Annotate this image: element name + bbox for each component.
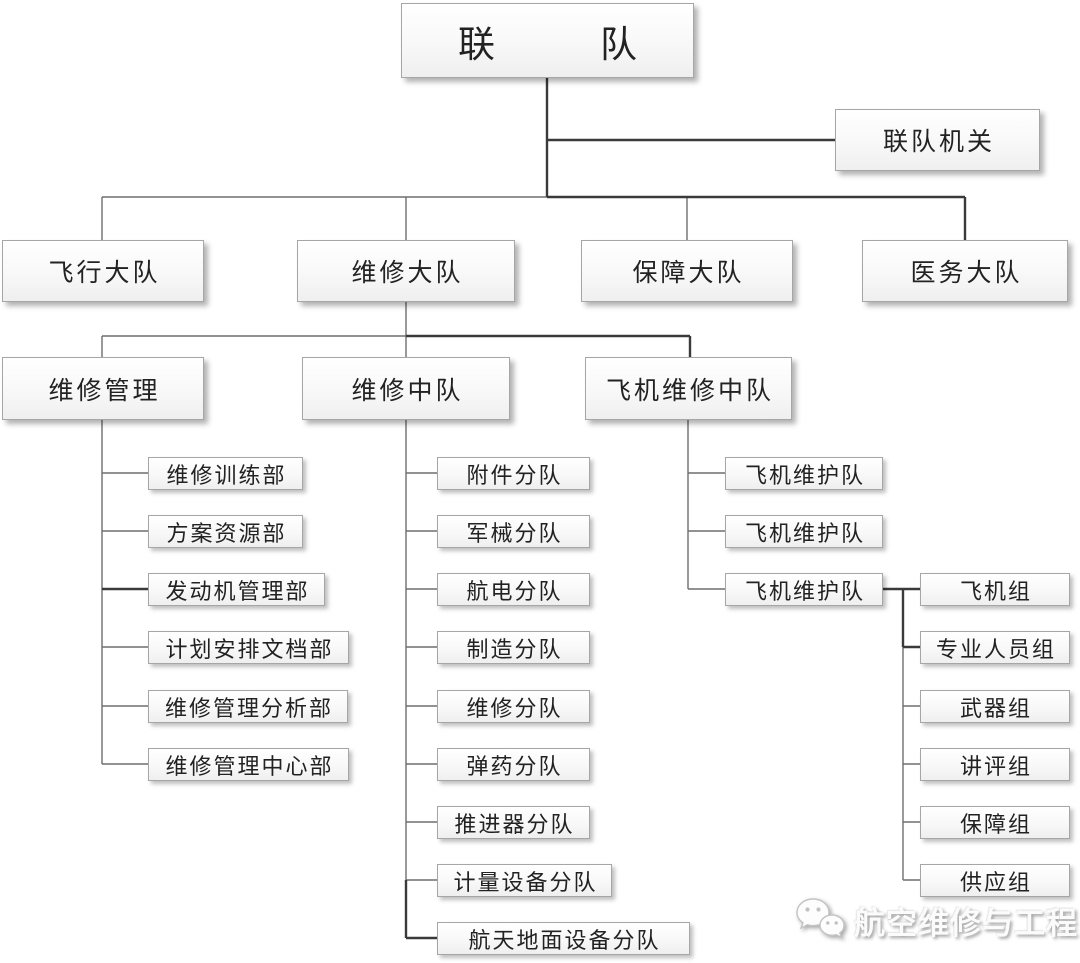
node-unit-armament: 军械分队 [437, 515, 590, 548]
node-aircraft-maintenance-squadron: 飞机维修中队 [585, 357, 792, 420]
node-maintenance-group: 维修大队 [297, 240, 515, 302]
watermark-text: 航空维修与工程 [854, 905, 1078, 941]
node-unit-propulsion: 推进器分队 [437, 806, 590, 839]
node-group-specialists: 专业人员组 [920, 631, 1070, 664]
node-dept-engine-management: 发动机管理部 [148, 573, 325, 606]
node-group-support: 保障组 [920, 806, 1070, 839]
node-dept-training: 维修训练部 [148, 457, 303, 490]
node-dept-plans-resources: 方案资源部 [148, 515, 303, 548]
node-unit-metrology-equipment: 计量设备分队 [437, 864, 612, 897]
node-wing-headquarters: 联队机关 [835, 109, 1040, 171]
watermark: 航空维修与工程 [793, 896, 1078, 944]
node-unit-fabrication: 制造分队 [437, 631, 590, 664]
node-group-aircraft: 飞机组 [920, 573, 1070, 606]
node-group-debrief: 讲评组 [920, 748, 1070, 781]
node-maintenance-squadron: 维修中队 [302, 357, 510, 420]
node-dept-control-center: 维修管理中心部 [148, 748, 349, 781]
node-dept-scheduling-documents: 计划安排文档部 [148, 631, 349, 664]
node-unit-aerospace-ground-equipment: 航天地面设备分队 [437, 922, 690, 955]
node-support-group: 保障大队 [581, 240, 793, 302]
node-aircraft-team-2: 飞机维护队 [725, 515, 883, 548]
node-aircraft-team-1: 飞机维护队 [725, 457, 883, 490]
node-medical-group: 医务大队 [862, 240, 1068, 302]
node-unit-avionics: 航电分队 [437, 573, 590, 606]
wechat-icon [796, 898, 845, 939]
node-flight-group: 飞行大队 [2, 240, 204, 302]
node-group-weapons: 武器组 [920, 690, 1070, 723]
node-unit-maintenance: 维修分队 [437, 690, 590, 723]
node-dept-analysis: 维修管理分析部 [148, 690, 348, 723]
node-aircraft-team-3: 飞机维护队 [725, 573, 883, 606]
node-group-supply: 供应组 [920, 864, 1070, 897]
node-unit-accessories: 附件分队 [437, 457, 590, 490]
node-maintenance-management: 维修管理 [2, 357, 204, 420]
node-wing: 联队 [401, 3, 694, 78]
node-unit-munitions: 弹药分队 [437, 748, 590, 781]
